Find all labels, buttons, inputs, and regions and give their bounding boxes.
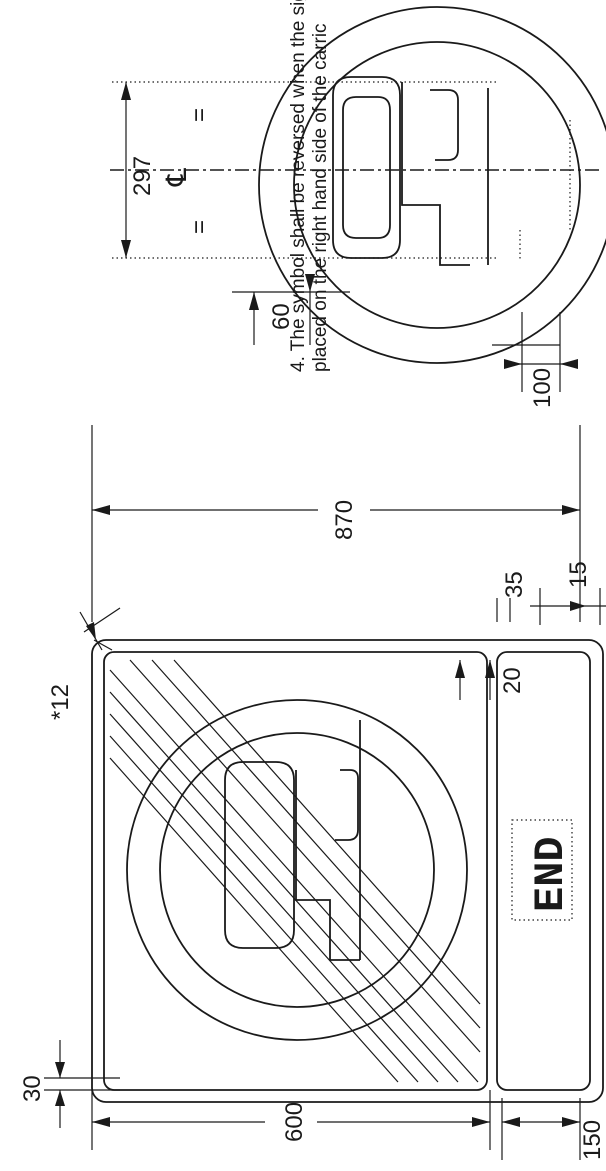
dim-20-label: 20 <box>499 667 526 694</box>
dim-600-label: 600 <box>281 1102 308 1142</box>
detail-outer-circle <box>258 6 606 364</box>
dimension-12: *12 <box>47 607 121 720</box>
dimension-30: 30 <box>19 1040 120 1128</box>
sign-outer-circle <box>126 699 468 1041</box>
centreline-symbol: ℄ <box>161 168 192 187</box>
dim-297-label: 297 <box>129 156 156 196</box>
end-text: END <box>527 836 575 912</box>
dimension-35: 35 <box>496 571 528 622</box>
equal-left: = <box>186 220 213 234</box>
detail-inner-circle <box>293 41 581 329</box>
main-panel <box>103 651 488 1091</box>
end-sign: END <box>91 639 604 1103</box>
equal-right: = <box>186 108 213 122</box>
dimension-870: 870 <box>91 425 581 622</box>
dimension-150: 150 <box>501 1098 606 1160</box>
dim-15-label: 15 <box>565 561 592 588</box>
dim-150-label: 150 <box>579 1120 606 1160</box>
vehicle-symbol-icon <box>224 720 361 961</box>
dim-35-label: 35 <box>501 571 528 598</box>
dim-870-label: 870 <box>331 500 358 540</box>
sign-inner-circle <box>159 732 435 1008</box>
end-plate <box>496 651 591 1091</box>
dim-12-label: *12 <box>47 684 74 720</box>
dimension-600: 600 <box>91 1090 491 1150</box>
detail-vehicle-icon <box>332 76 489 266</box>
sign-outer-border <box>91 639 604 1103</box>
dim-60-label: 60 <box>268 303 295 330</box>
end-text-box <box>511 819 573 921</box>
dimension-20: 20 <box>455 660 526 700</box>
dimension-15: 15 <box>530 561 606 625</box>
note-line-1: 4. The symbol shall be reversed when the… <box>288 0 309 372</box>
dim-100-label: 100 <box>529 368 556 408</box>
cancellation-bars <box>109 659 481 1083</box>
symbol-detail: 297 = = ℄ 60 100 <box>110 6 606 408</box>
dim-30-label: 30 <box>19 1075 46 1102</box>
